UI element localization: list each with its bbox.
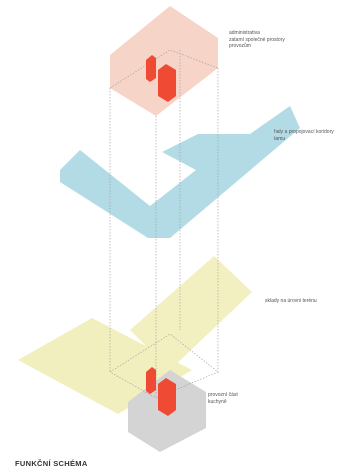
admin-red-blocks — [146, 55, 176, 102]
hall-band — [60, 106, 300, 238]
kitchen-label: provozní část kuchyně — [208, 392, 238, 405]
diagram-title: FUNKČNÍ SCHÉMA — [15, 459, 88, 468]
slab-label: sklady na úrovni terénu — [265, 298, 317, 304]
connector-lines — [109, 49, 219, 399]
admin-label: administrativa zatamí společné prostory … — [229, 30, 285, 49]
admin-block — [110, 6, 218, 116]
ground-slab-right — [130, 256, 252, 370]
kitchen-red-blocks — [146, 367, 176, 416]
hall-label: haly a propojovací koridory tamu — [274, 129, 334, 142]
